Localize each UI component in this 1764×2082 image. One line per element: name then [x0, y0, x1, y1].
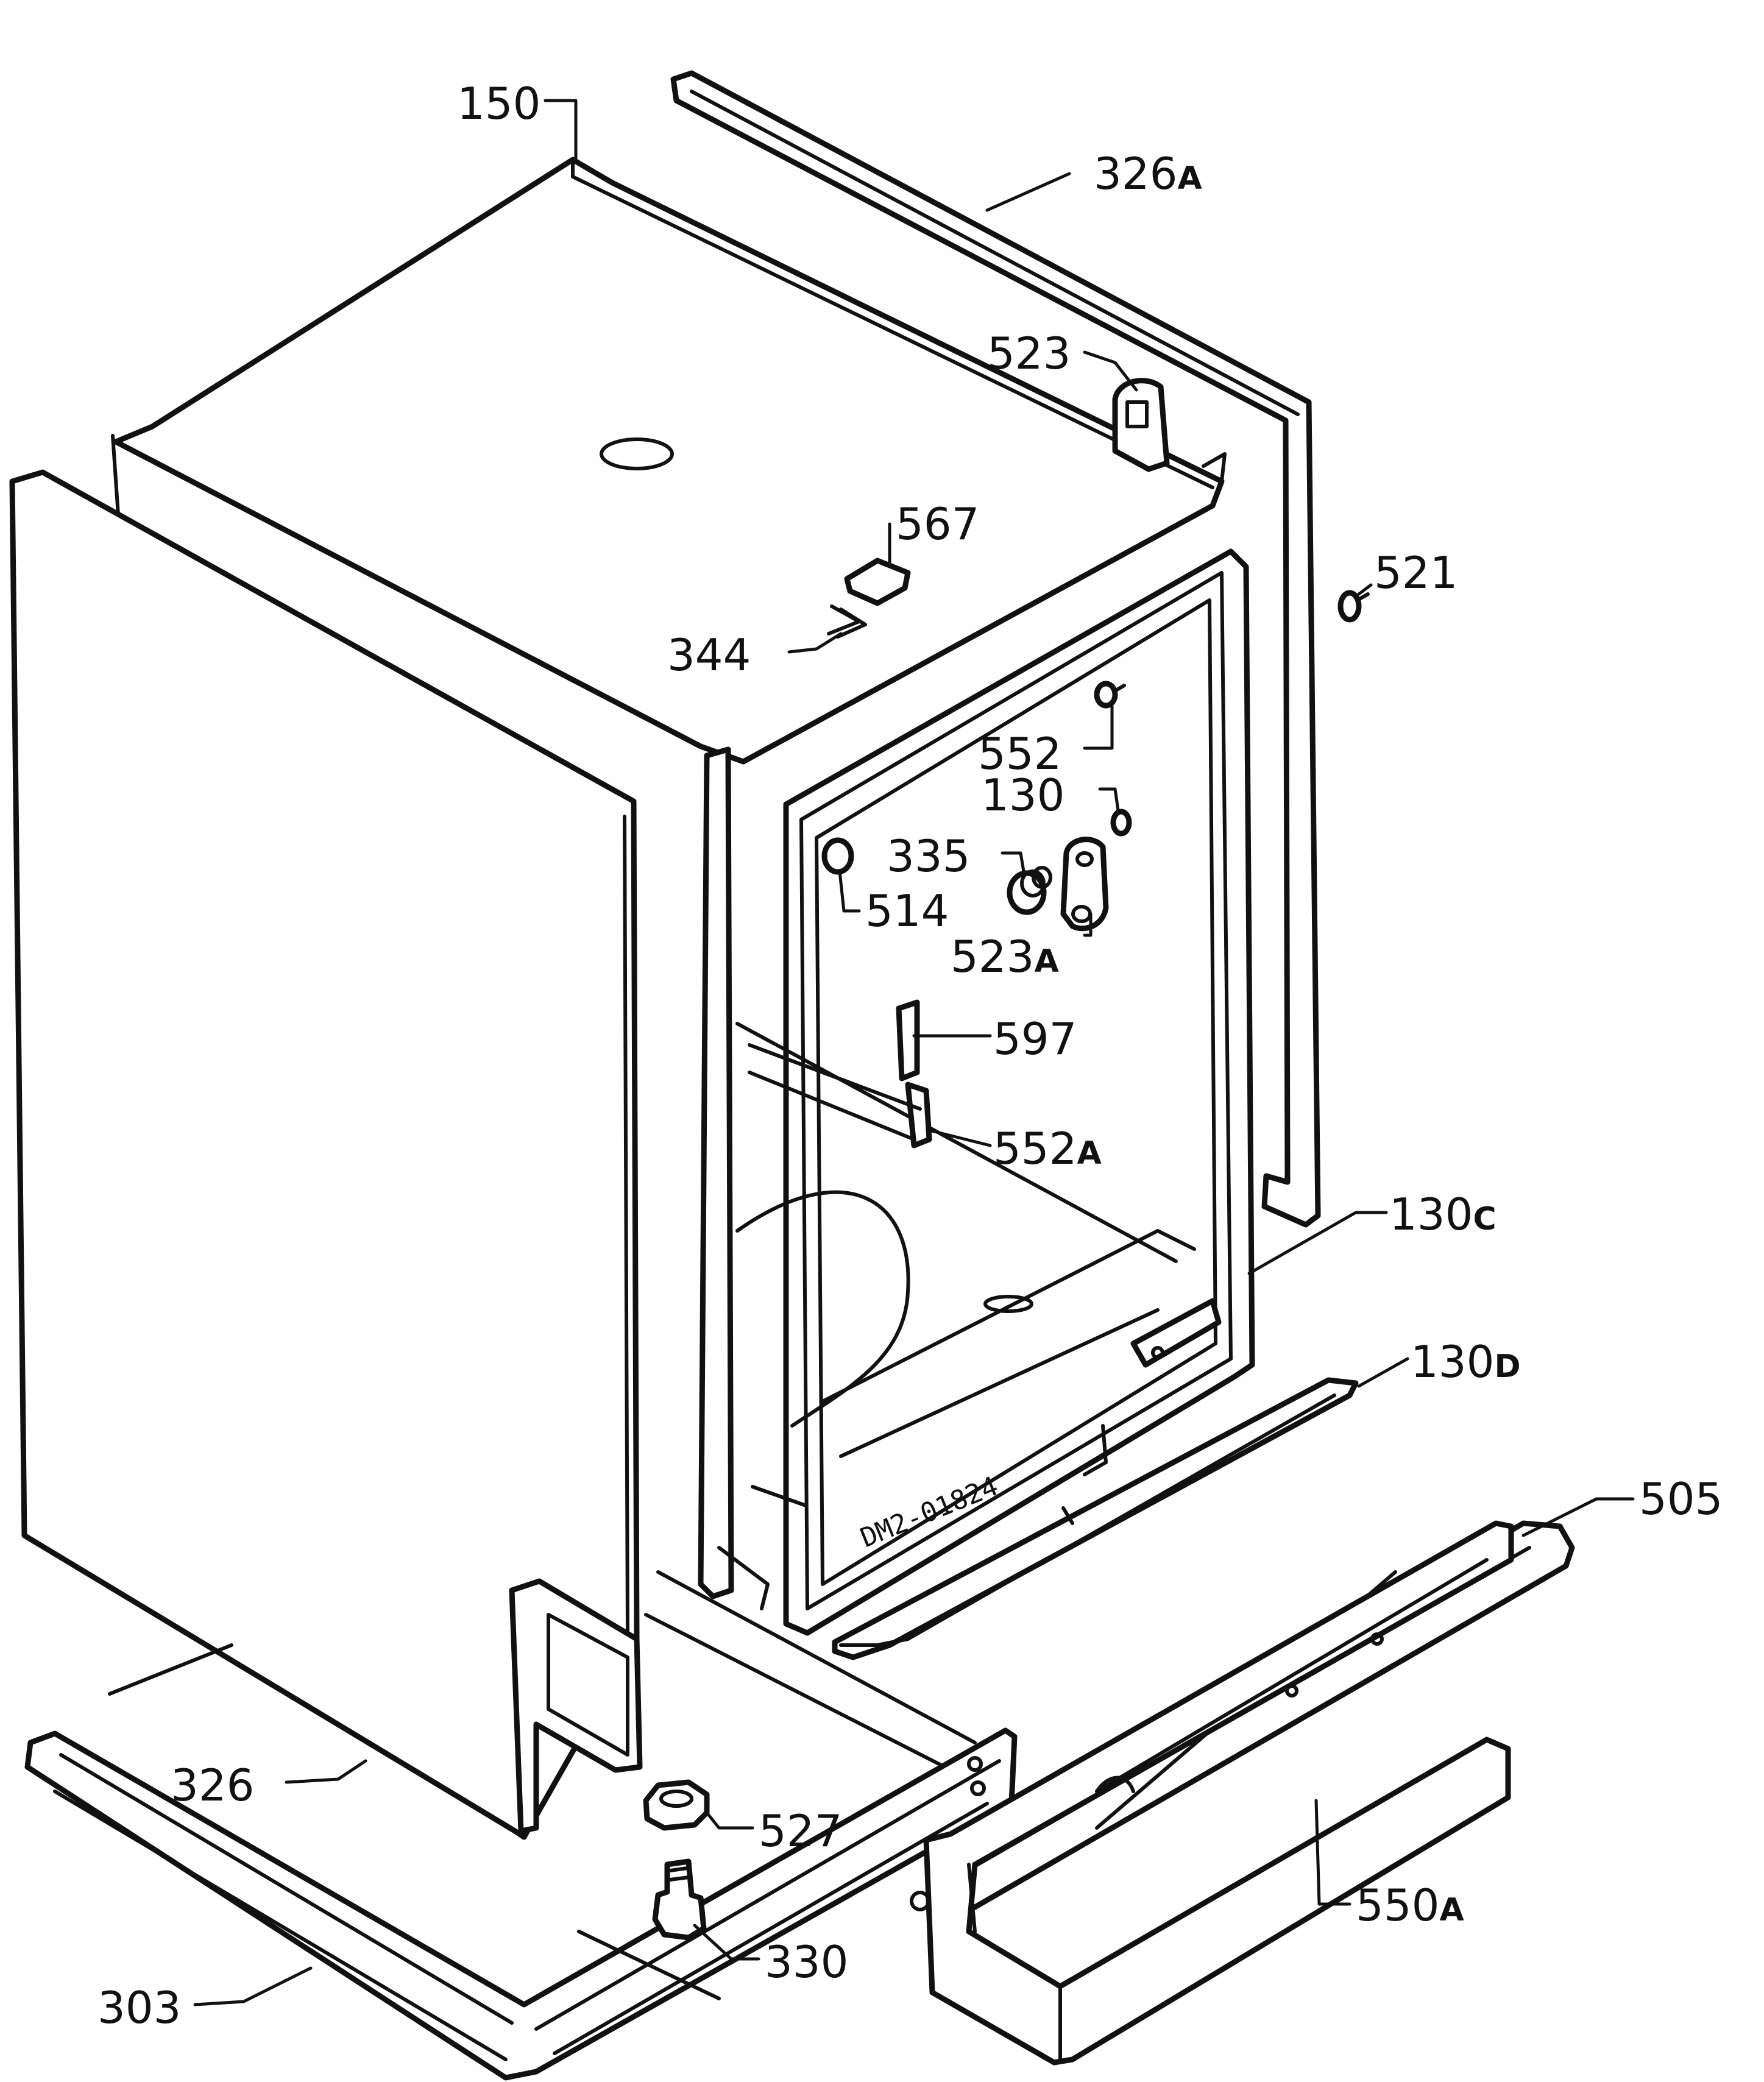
callout-326: 326 — [171, 1760, 254, 1811]
side-panel — [9, 469, 640, 1840]
door-hinge-130c — [1130, 1298, 1222, 1368]
spring-335 — [1007, 866, 1052, 915]
callout-597: 597 — [993, 1013, 1077, 1064]
callout-130d: 130D — [1411, 1336, 1521, 1387]
latch-597 — [896, 999, 920, 1082]
callout-303: 303 — [97, 1982, 181, 2033]
back-panel — [670, 70, 1321, 1228]
callout-labels: 150 326A 523 567 521 344 552 130 335 514… — [97, 78, 1723, 2033]
callout-514: 514 — [865, 885, 949, 937]
callout-523: 523 — [987, 328, 1071, 379]
cabinet-body — [111, 157, 1255, 1781]
valve-330 — [652, 1858, 707, 1941]
callout-505: 505 — [1639, 1473, 1723, 1524]
callout-521: 521 — [1374, 547, 1458, 598]
callout-326a: 326A — [1094, 148, 1202, 199]
toe-strip — [832, 1377, 1359, 1660]
callout-150: 150 — [457, 78, 540, 129]
callout-523a: 523A — [951, 931, 1059, 982]
leader-lines — [193, 99, 1635, 2006]
callout-567: 567 — [896, 498, 979, 550]
callout-130: 130 — [981, 770, 1064, 821]
bracket-552a — [748, 1043, 932, 1149]
callout-552a: 552A — [993, 1123, 1102, 1174]
hinge-523 — [1112, 378, 1170, 472]
callout-550a: 550A — [1356, 1880, 1464, 1931]
callout-330: 330 — [765, 1936, 848, 1988]
bolt-552 — [1094, 681, 1126, 709]
callout-552: 552 — [978, 728, 1061, 779]
hinge-plate-523a — [1060, 837, 1109, 932]
screw-521 — [1337, 590, 1370, 623]
callout-527: 527 — [759, 1805, 842, 1857]
nut-527 — [643, 1779, 710, 1831]
plinth — [910, 1520, 1514, 2066]
cap-514 — [821, 837, 854, 875]
clip-567 — [844, 558, 911, 606]
wire-344 — [827, 604, 867, 639]
callout-130c: 130C — [1389, 1189, 1497, 1240]
callout-335: 335 — [887, 830, 970, 882]
rear-bracket — [509, 1578, 643, 1834]
washer-130 — [1110, 809, 1132, 837]
base-frame — [24, 1643, 1018, 2081]
callout-344: 344 — [667, 629, 751, 681]
